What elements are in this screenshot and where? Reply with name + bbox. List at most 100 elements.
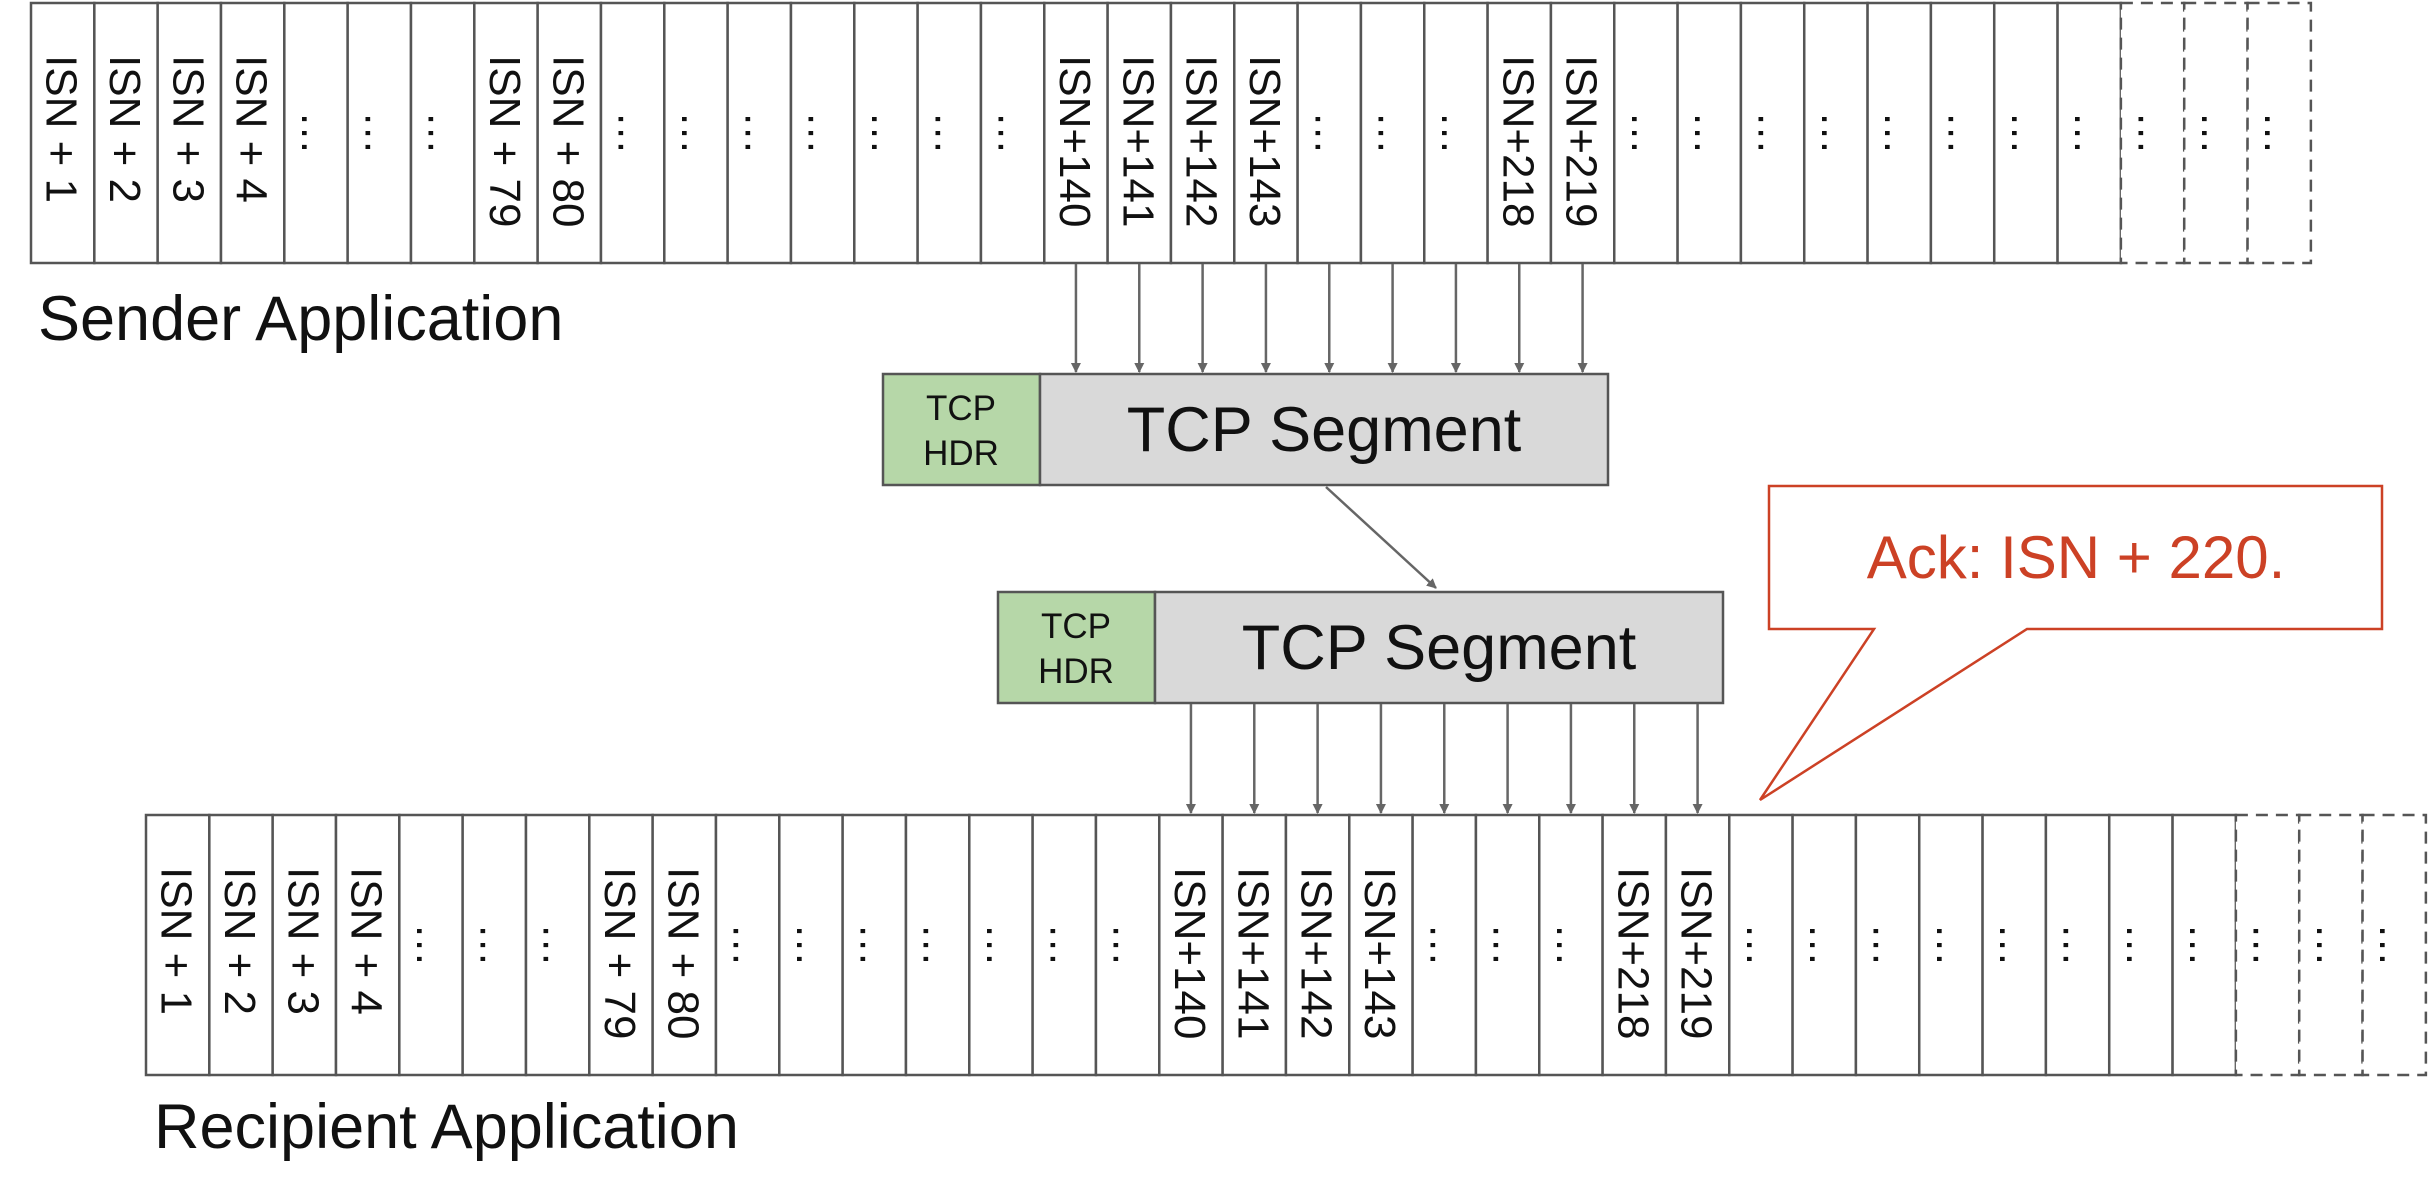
tcp-header-box: [881, 372, 1042, 487]
byte-cell: [271, 813, 338, 1077]
byte-cell: [1348, 813, 1414, 1077]
sender-to-segment-arrows: [1070, 264, 1588, 373]
byte-cell: [144, 813, 211, 1077]
byte-cell-label: …: [799, 111, 848, 155]
ack-text: Ack: ISN + 220.: [1867, 524, 2286, 591]
byte-cell: [1411, 813, 1478, 1077]
byte-cell-label: …: [1369, 111, 1418, 155]
byte-cell-label: …: [977, 923, 1026, 967]
tcp-segment-box: [1038, 372, 1610, 487]
byte-cell: [398, 813, 464, 1077]
byte-cell-label: …: [355, 111, 404, 155]
byte-cell: [1094, 813, 1161, 1077]
byte-cell: [2297, 813, 2364, 1077]
byte-cell: [1474, 813, 1541, 1077]
byte-cell: [1169, 1, 1236, 265]
byte-cell-label: ISN+143: [1355, 867, 1404, 1039]
byte-cell-label: …: [1990, 923, 2039, 967]
byte-cell: [726, 1, 793, 265]
byte-cell: [93, 1, 159, 265]
byte-cell: [2107, 813, 2174, 1077]
byte-cell: [536, 1, 603, 265]
byte-cell: [714, 813, 781, 1077]
byte-cell: [2234, 813, 2301, 1077]
byte-cell: [524, 813, 591, 1077]
transfer-arrow: [1325, 486, 1437, 589]
byte-cell-label: …: [2307, 923, 2356, 967]
byte-cell-label: ISN+141: [1228, 867, 1277, 1039]
byte-cell-label: …: [1432, 111, 1481, 155]
byte-cell-label: …: [2192, 111, 2241, 155]
byte-cell-label: …: [1104, 923, 1153, 967]
byte-cell-label: …: [787, 923, 836, 967]
byte-cell-label: …: [2370, 923, 2419, 967]
byte-cell-label: …: [925, 111, 974, 155]
tcp-header-label-line2: HDR: [1038, 652, 1114, 691]
byte-cell-label: ISN+219: [1557, 55, 1606, 227]
byte-cell-label: …: [407, 923, 456, 967]
byte-cell-label: …: [989, 111, 1038, 155]
byte-cell: [1601, 813, 1668, 1077]
byte-cell: [1031, 813, 1098, 1077]
byte-cell: [599, 1, 666, 265]
tcp-header-label-line2: HDR: [923, 434, 999, 473]
byte-cell: [1359, 1, 1426, 265]
byte-cell-label: …: [470, 923, 519, 967]
byte-cell-label: ISN + 3: [163, 55, 212, 203]
byte-cell-label: …: [1875, 111, 1924, 155]
byte-cell-label: …: [292, 111, 341, 155]
byte-cell-label: …: [1927, 923, 1976, 967]
byte-cell: [651, 813, 718, 1077]
byte-cell-label: …: [735, 111, 784, 155]
byte-cell: [979, 1, 1046, 265]
sent-tcp-segment: TCP HDR TCP Segment: [881, 372, 1610, 487]
byte-cell-label: ISN+218: [1493, 55, 1542, 227]
byte-cell-label: ISN+140: [1050, 55, 1099, 227]
byte-cell: [904, 813, 971, 1077]
byte-cell-label: …: [1420, 923, 1469, 967]
byte-cell-label: …: [2244, 923, 2293, 967]
tcp-segment-label: TCP Segment: [1127, 395, 1522, 465]
byte-cell-label: …: [724, 923, 773, 967]
byte-cell: [1739, 1, 1806, 265]
byte-cell-label: …: [2065, 111, 2114, 155]
byte-cell: [1728, 813, 1794, 1077]
byte-cell: [473, 1, 539, 265]
byte-cell-label: …: [1622, 111, 1671, 155]
byte-cell-label: …: [1939, 111, 1988, 155]
tcp-segment-label: TCP Segment: [1242, 613, 1637, 683]
byte-cell-label: …: [2180, 923, 2229, 967]
byte-cell: [588, 813, 654, 1077]
segment-to-recipient-arrows: [1185, 704, 1703, 814]
byte-cell: [1981, 813, 2048, 1077]
byte-cell-label: …: [862, 111, 911, 155]
byte-cell: [1106, 1, 1173, 265]
received-tcp-segment: TCP HDR TCP Segment: [996, 590, 1725, 705]
byte-cell-label: ISN + 1: [152, 867, 201, 1015]
sender-application-label: Sender Application: [38, 284, 563, 354]
byte-cell: [968, 813, 1034, 1077]
byte-cell-label: …: [2117, 923, 2166, 967]
byte-cell: [409, 1, 476, 265]
byte-cell: [1802, 1, 1869, 265]
byte-cell-label: …: [609, 111, 658, 155]
byte-cell: [1538, 813, 1604, 1077]
byte-cell: [1854, 813, 1921, 1077]
byte-cell-label: …: [1685, 111, 1734, 155]
byte-cell-label: ISN+143: [1240, 55, 1289, 227]
byte-cell-label: ISN + 3: [278, 867, 327, 1015]
byte-cell-label: …: [1040, 923, 1089, 967]
byte-cell: [2119, 1, 2186, 265]
ack-callout-bubble: [1758, 484, 2384, 802]
byte-cell-label: …: [419, 111, 468, 155]
byte-cell: [1423, 1, 1489, 265]
byte-cell: [29, 1, 96, 265]
byte-cell-label: ISN+142: [1177, 55, 1226, 227]
byte-cell: [778, 813, 844, 1077]
byte-cell-label: …: [1305, 111, 1354, 155]
byte-cell: [841, 813, 908, 1077]
byte-cell: [1676, 1, 1743, 265]
byte-cell: [853, 1, 919, 265]
